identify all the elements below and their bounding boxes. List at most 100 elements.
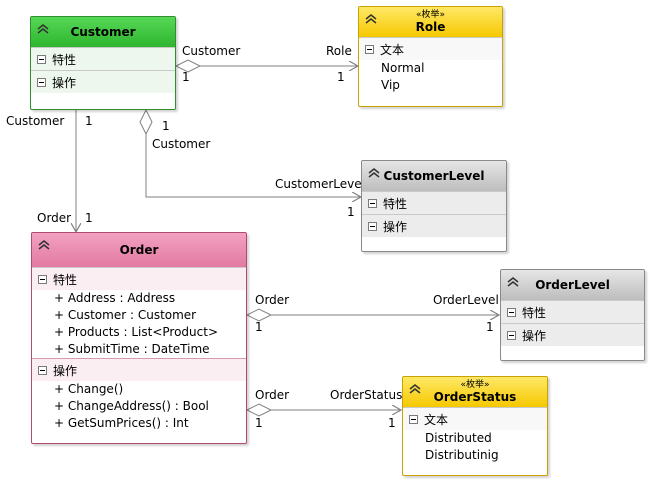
customer-order-source-role: Customer	[6, 114, 65, 128]
class-header: «枚举» Role	[359, 7, 502, 37]
collapse-toggle-icon[interactable]	[38, 365, 47, 375]
association-order-status[interactable]	[245, 403, 401, 417]
section-operations: 操作 + Change() + ChangeAddress() : Bool +…	[32, 358, 246, 432]
collapse-toggle-icon[interactable]	[37, 54, 46, 64]
enum-literal: Vip	[381, 78, 400, 92]
class-header: Customer	[31, 17, 175, 47]
section-attributes: 特性 + Address : Address + Customer : Cust…	[32, 267, 246, 358]
collapse-chevron-icon[interactable]	[36, 23, 50, 35]
class-name: Order	[119, 243, 159, 257]
section-title: 特性	[53, 272, 78, 287]
collapse-chevron-icon[interactable]	[408, 383, 422, 395]
section-header[interactable]: 文本	[359, 38, 502, 60]
section-header[interactable]: 操作	[362, 215, 506, 237]
operation-item: + GetSumPrices() : Int	[54, 416, 189, 430]
class-customer[interactable]: Customer 特性 操作	[30, 16, 176, 110]
stereotype-label: «枚举»	[415, 9, 445, 20]
class-customer-level[interactable]: CustomerLevel 特性 操作	[361, 160, 507, 252]
collapse-toggle-icon[interactable]	[38, 274, 47, 284]
section-title: 操作	[52, 75, 77, 90]
customer-order-source-mult: 1	[85, 114, 93, 128]
section-literals: 文本 Normal Vip	[359, 37, 502, 94]
class-name: Customer	[70, 25, 136, 39]
customer-role-source-role: Customer	[182, 44, 241, 58]
order-status-source-mult: 1	[255, 416, 263, 430]
operation-item: + ChangeAddress() : Bool	[54, 399, 209, 413]
collapse-chevron-icon[interactable]	[37, 239, 51, 251]
attribute-item: + SubmitTime : DateTime	[54, 342, 210, 356]
customer-order-target-mult: 1	[85, 211, 93, 225]
collapse-toggle-icon[interactable]	[368, 221, 377, 231]
section-literals: 文本 Distributed Distributinig	[403, 407, 547, 464]
class-name: OrderLevel	[535, 278, 610, 292]
section-operations: 操作	[31, 70, 175, 93]
collapse-chevron-icon[interactable]	[364, 13, 378, 25]
section-title: 操作	[383, 219, 408, 234]
section-header[interactable]: 特性	[32, 268, 246, 290]
customer-role-source-mult: 1	[182, 70, 190, 84]
collapse-toggle-icon[interactable]	[409, 414, 418, 424]
association-order-level[interactable]	[245, 308, 499, 322]
stereotype-label: «枚举»	[460, 379, 490, 390]
attribute-item: + Address : Address	[54, 291, 176, 305]
section-header[interactable]: 特性	[362, 192, 506, 214]
section-title: 特性	[522, 305, 547, 320]
section-header[interactable]: 操作	[32, 359, 246, 381]
attribute-item: + Products : List<Product>	[54, 325, 219, 339]
order-level-target-role: OrderLevel	[433, 293, 499, 307]
class-name: Role	[415, 19, 446, 34]
section-title: 特性	[383, 196, 408, 211]
class-order[interactable]: Order 特性 + Address : Address + Customer …	[31, 232, 247, 444]
order-status-target-mult: 1	[388, 416, 396, 430]
class-header: Order	[32, 233, 246, 267]
class-name: OrderStatus	[433, 389, 517, 404]
section-title: 文本	[424, 412, 449, 427]
section-header[interactable]: 文本	[403, 408, 547, 430]
class-header: «枚举» OrderStatus	[403, 377, 547, 407]
section-attributes: 特性	[362, 191, 506, 214]
operation-item: + Change()	[54, 382, 124, 396]
collapse-chevron-icon[interactable]	[367, 167, 381, 179]
association-customer-level[interactable]	[139, 108, 361, 197]
collapse-toggle-icon[interactable]	[365, 44, 374, 54]
order-level-source-mult: 1	[255, 320, 263, 334]
collapse-toggle-icon[interactable]	[507, 307, 516, 317]
class-order-level[interactable]: OrderLevel 特性 操作	[500, 269, 645, 361]
customer-level-target-mult: 1	[347, 205, 355, 219]
collapse-toggle-icon[interactable]	[368, 198, 377, 208]
customer-level-target-role: CustomerLevel	[275, 177, 365, 191]
order-status-target-role: OrderStatus	[330, 388, 403, 402]
enum-literal: Distributed	[425, 431, 492, 445]
collapse-toggle-icon[interactable]	[507, 330, 516, 340]
section-title: 特性	[52, 52, 77, 67]
collapse-chevron-icon[interactable]	[506, 276, 520, 288]
section-operations: 操作	[501, 323, 644, 346]
order-level-target-mult: 1	[486, 320, 494, 334]
enum-role[interactable]: «枚举» Role 文本 Normal Vip	[358, 6, 503, 107]
section-header[interactable]: 操作	[31, 71, 175, 93]
class-header: CustomerLevel	[362, 161, 506, 191]
class-header: OrderLevel	[501, 270, 644, 300]
order-level-source-role: Order	[255, 293, 290, 307]
section-title: 操作	[522, 328, 547, 343]
section-header[interactable]: 操作	[501, 324, 644, 346]
customer-role-target-role: Role	[326, 44, 352, 58]
order-status-source-role: Order	[255, 388, 290, 402]
section-header[interactable]: 特性	[501, 301, 644, 323]
section-attributes: 特性	[31, 47, 175, 70]
association-customer-role[interactable]	[174, 59, 358, 73]
collapse-toggle-icon[interactable]	[37, 77, 46, 87]
section-title: 操作	[53, 363, 78, 378]
customer-role-target-mult: 1	[337, 70, 345, 84]
enum-order-status[interactable]: «枚举» OrderStatus 文本 Distributed Distribu…	[402, 376, 548, 476]
section-title: 文本	[380, 42, 405, 57]
enum-literal: Distributinig	[425, 448, 499, 462]
customer-level-source-role: Customer	[152, 137, 211, 151]
attribute-item: + Customer : Customer	[54, 308, 197, 322]
customer-order-target-role: Order	[37, 211, 72, 225]
enum-literal: Normal	[381, 61, 425, 75]
class-name: CustomerLevel	[383, 169, 485, 183]
section-header[interactable]: 特性	[31, 48, 175, 70]
customer-level-source-mult: 1	[162, 119, 170, 133]
